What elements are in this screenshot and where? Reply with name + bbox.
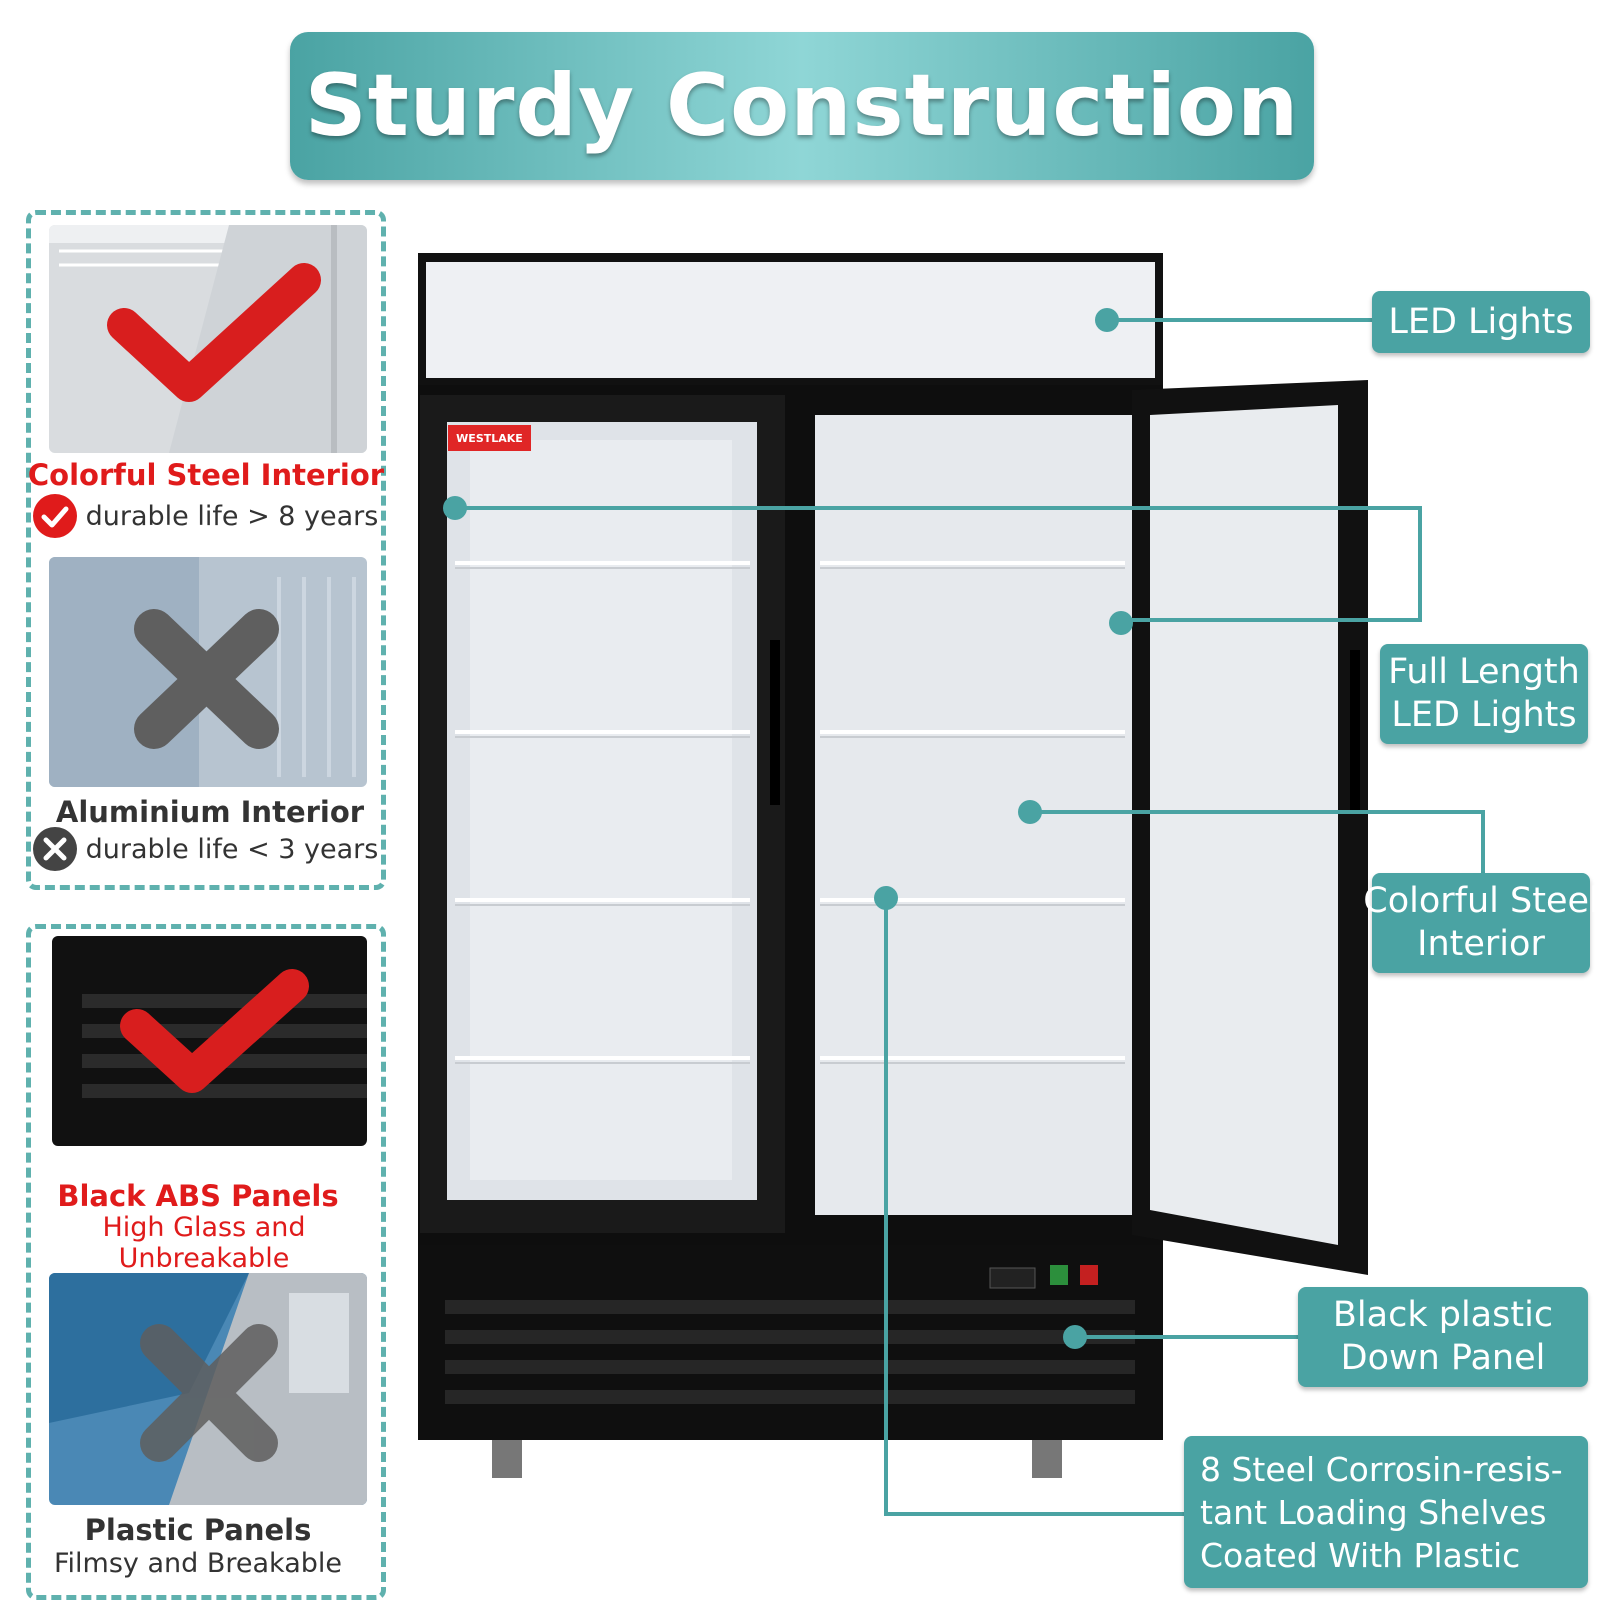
aluminium-interior-image (49, 557, 367, 787)
cross-mark-icon (140, 1324, 278, 1462)
comparison-note-row: durable life < 3 years (30, 826, 380, 872)
callout-down-panel: Black plastic Down Panel (1298, 1287, 1588, 1387)
callout-text: tant Loading Shelves (1200, 1492, 1547, 1532)
check-mark-icon (107, 263, 321, 402)
comparison-note: High Glass and Unbreakable (102, 1212, 306, 1274)
black-abs-panel-image (52, 936, 367, 1146)
callout-full-length-led: Full Length LED Lights (1380, 644, 1588, 744)
callout-text: Full Length (1388, 652, 1580, 692)
plastic-panels-image (49, 1273, 367, 1505)
callout-led-lights: LED Lights (1372, 291, 1590, 353)
comparison-caption: Aluminium Interior (55, 795, 365, 829)
comparison-note: durable life < 3 years (85, 833, 379, 865)
callout-text: LED Lights (1388, 301, 1574, 342)
callout-text: LED Lights (1391, 695, 1577, 735)
callout-text: 8 Steel Corrosin-resis- (1200, 1449, 1563, 1489)
steel-interior-image (49, 225, 367, 453)
comparison-note-row: durable life > 8 years (30, 493, 380, 539)
page-title: Sturdy Construction (304, 56, 1300, 156)
title-banner: Sturdy Construction (290, 32, 1314, 180)
callout-steel-shelves: 8 Steel Corrosin-resis- tant Loading She… (1184, 1436, 1588, 1588)
callout-text: Interior (1417, 924, 1545, 964)
comparison-note: durable life > 8 years (85, 500, 379, 532)
brand-name: WESTLAKE (456, 431, 523, 445)
cross-mark-icon (134, 609, 279, 749)
comparison-caption: Black ABS Panels (57, 1179, 339, 1213)
callout-steel-interior: Colorful Steel Interior (1363, 873, 1599, 973)
callout-text: Down Panel (1340, 1338, 1546, 1378)
comparison-note: Filmsy and Breakable (53, 1548, 343, 1579)
check-mark-icon (120, 969, 309, 1093)
callout-text: Coated With Plastic (1200, 1535, 1521, 1575)
comparison-caption: Colorful Steel Interior (27, 458, 385, 492)
callout-text: Colorful Steel (1363, 881, 1599, 921)
brand-logo: WESTLAKE (448, 425, 531, 451)
comparison-caption: Plastic Panels (84, 1513, 312, 1547)
check-circle-icon (32, 494, 77, 538)
callout-text: Black plastic (1332, 1295, 1554, 1335)
cross-circle-icon (32, 827, 77, 871)
